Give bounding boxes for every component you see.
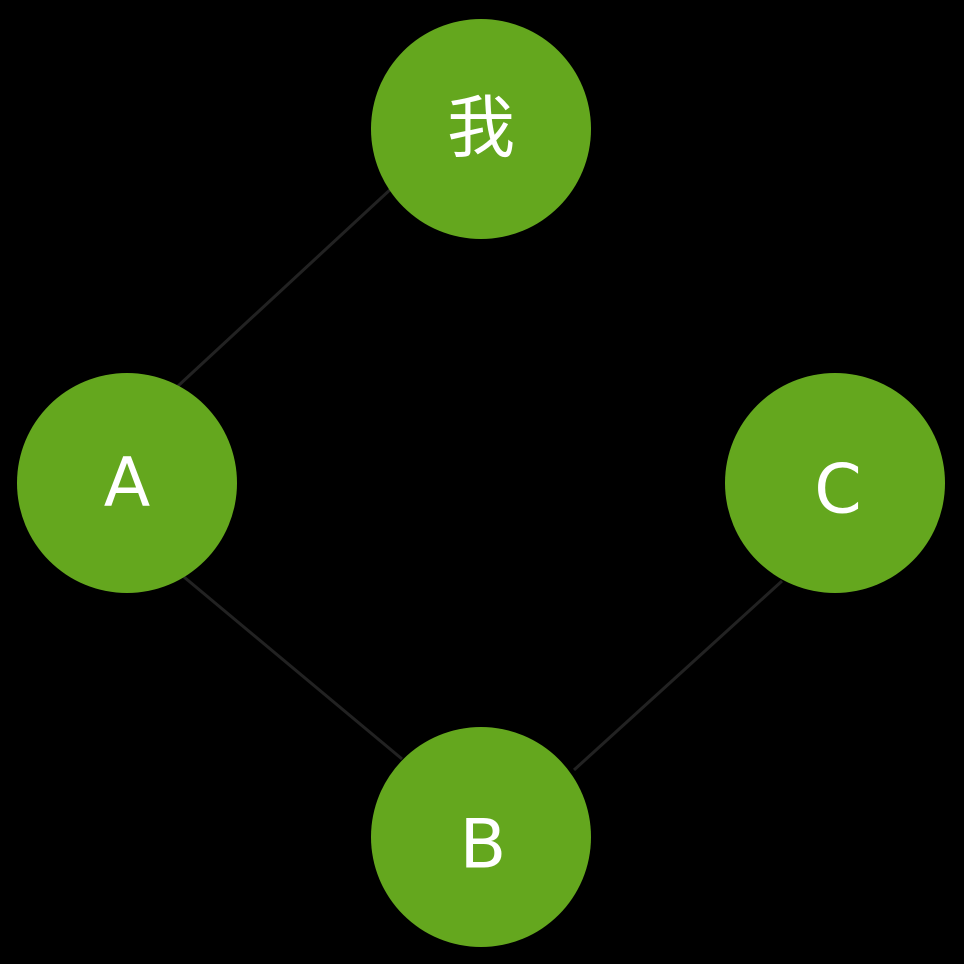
node-b: B: [371, 727, 591, 947]
nodes: 我 A C B: [17, 19, 945, 947]
node-a: A: [17, 373, 237, 593]
edge-a-b: [183, 575, 403, 761]
node-me: 我: [371, 19, 591, 239]
node-me-label: 我: [447, 90, 515, 169]
edge-b-c: [572, 579, 784, 772]
node-c: C: [725, 373, 945, 593]
edges: [176, 185, 784, 772]
node-b-label: B: [460, 806, 507, 885]
node-c-label: C: [814, 451, 861, 530]
node-a-label: A: [104, 444, 151, 523]
edge-me-a: [176, 185, 395, 388]
